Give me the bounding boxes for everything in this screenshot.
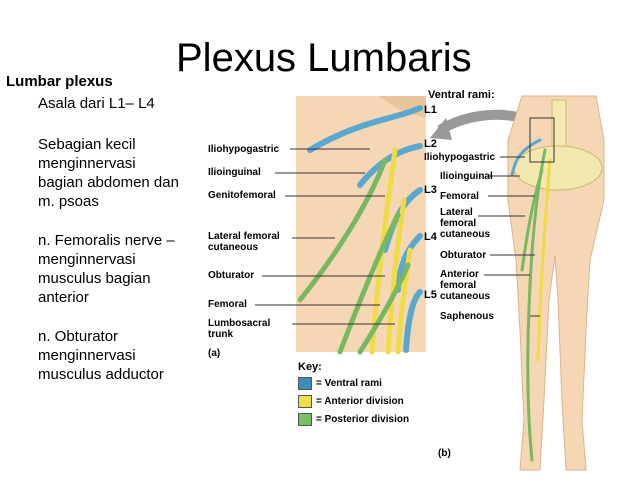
- key-label-ventral: = Ventral rami: [316, 378, 382, 389]
- label-cutaneous-2-b: cutaneous: [440, 291, 491, 302]
- label-cutaneous-b: cutaneous: [440, 229, 491, 240]
- label-cutaneous-a: cutaneous: [208, 242, 259, 253]
- key-swatch-ventral: [298, 377, 312, 390]
- key-swatch-anterior: [298, 395, 312, 408]
- sidebar-line: musculus adductor: [38, 366, 164, 383]
- sidebar-line: n. Femoralis nerve –: [38, 232, 175, 249]
- key-label-anterior: = Anterior division: [316, 396, 404, 407]
- zoom-arrow-head: [430, 118, 452, 140]
- label-obturator-b: Obturator: [440, 250, 487, 261]
- sidebar-line: menginnervasi: [38, 251, 136, 268]
- label-lumbosacral-a: Lumbosacral: [208, 318, 271, 329]
- label-genitofemoral-a: Genitofemoral: [208, 190, 276, 201]
- level-l4: L4: [424, 231, 437, 243]
- level-l1: L1: [424, 104, 437, 116]
- panel-a-label: (a): [208, 348, 221, 359]
- level-l2: L2: [424, 138, 437, 150]
- sidebar-line: musculus bagian: [38, 270, 151, 287]
- sidebar-line: m. psoas: [38, 193, 99, 210]
- panel-a-background: [296, 96, 426, 352]
- label-lateral-b: Lateral: [440, 207, 473, 218]
- label-femoral-2-b: femoral: [440, 218, 477, 229]
- posterior-division-paths: [297, 157, 411, 355]
- key-title: Key:: [298, 361, 322, 373]
- key-swatch-posterior: [298, 413, 312, 426]
- sidebar-line: menginnervasi: [38, 347, 136, 364]
- panel-b-leader-lines: [478, 156, 540, 317]
- label-trunk-a: trunk: [208, 329, 233, 340]
- body-outline: [507, 95, 605, 471]
- inset-box: [529, 117, 555, 163]
- label-ilioinguinal-b: Ilioinguinal: [440, 171, 493, 182]
- label-obturator-a: Obturator: [208, 270, 255, 281]
- sidebar-line: Sebagian kecil: [38, 136, 136, 153]
- ventral-rami-title: Ventral rami:: [428, 89, 495, 101]
- anterior-division-paths: [369, 147, 413, 355]
- sidebar-heading: Lumbar plexus: [6, 73, 113, 90]
- level-l5: L5: [424, 289, 437, 301]
- label-femoral-3-b: femoral: [440, 280, 477, 291]
- leg-nerves: [510, 138, 552, 462]
- label-femoral-b: Femoral: [440, 191, 479, 202]
- sidebar-line: n. Obturator: [38, 328, 119, 345]
- key-label-posterior: = Posterior division: [316, 414, 410, 425]
- sidebar-line: bagian abdomen dan: [38, 174, 179, 191]
- sidebar-line: Asala dari L1– L4: [38, 95, 155, 112]
- pelvis: [513, 145, 603, 191]
- sidebar-line: menginnervasi: [38, 155, 136, 172]
- label-ilioinguinal-a: Ilioinguinal: [208, 167, 261, 178]
- label-anterior-b: Anterior: [440, 269, 479, 280]
- label-iliohypogastric-a: Iliohypogastric: [208, 144, 280, 155]
- sidebar-line: anterior: [38, 289, 89, 306]
- label-femoral-a: Femoral: [208, 299, 247, 310]
- level-l3: L3: [424, 184, 437, 196]
- label-lateral-femoral-a: Lateral femoral: [208, 231, 280, 242]
- label-saphenous-b: Saphenous: [440, 311, 494, 322]
- panel-a-leader-lines: [255, 148, 395, 325]
- page-title: Plexus Lumbaris: [176, 36, 472, 80]
- panel-b-label: (b): [438, 448, 451, 459]
- label-iliohypogastric-b: Iliohypogastric: [424, 152, 496, 163]
